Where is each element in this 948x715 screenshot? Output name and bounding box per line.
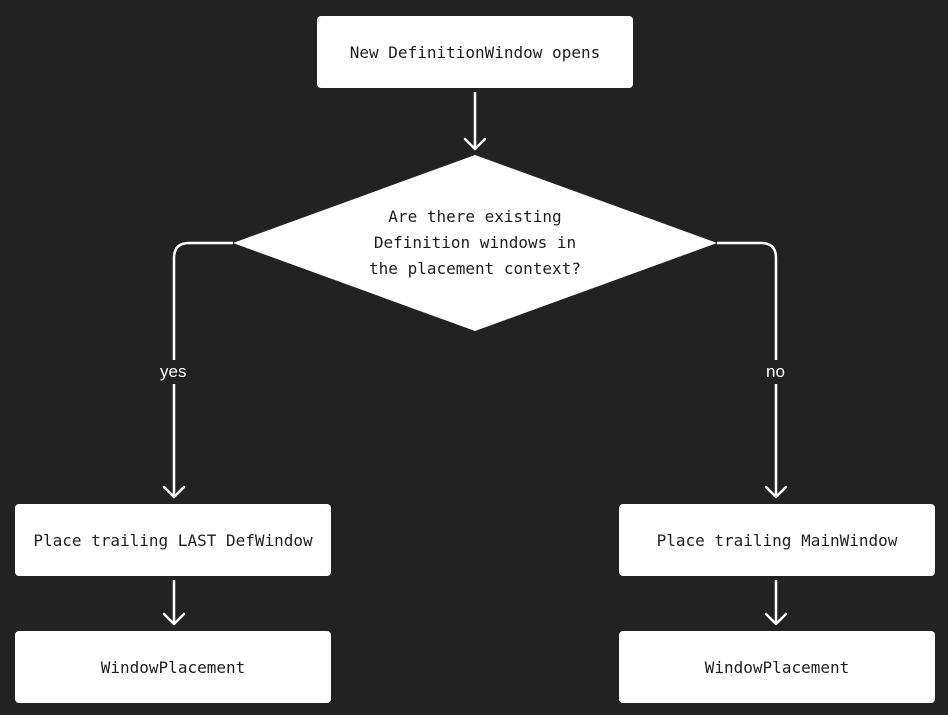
start-node-label: New DefinitionWindow opens	[349, 42, 601, 62]
arrow-no-step-to-result	[764, 580, 788, 626]
no-step-node: Place trailing MainWindow	[619, 504, 935, 576]
arrow-yes-step-to-result	[162, 580, 186, 626]
no-step-label: Place trailing MainWindow	[656, 530, 898, 550]
arrow-decision-to-yes	[162, 241, 233, 499]
arrow-start-to-decision	[463, 92, 487, 151]
no-result-node: WindowPlacement	[619, 631, 935, 703]
no-result-label: WindowPlacement	[704, 657, 850, 677]
decision-diamond	[233, 155, 717, 331]
decision-line-2: Definition windows in	[373, 233, 577, 252]
start-node: New DefinitionWindow opens	[317, 16, 633, 88]
no-edge-label: no	[763, 360, 788, 384]
arrow-decision-to-no	[717, 241, 788, 499]
yes-step-label: Place trailing LAST DefWindow	[33, 530, 313, 550]
yes-result-node: WindowPlacement	[15, 631, 331, 703]
yes-step-node: Place trailing LAST DefWindow	[15, 504, 331, 576]
yes-result-label: WindowPlacement	[100, 657, 246, 677]
decision-node-text: Are there existing Definition windows in…	[300, 200, 650, 286]
yes-edge-label: yes	[157, 360, 190, 384]
decision-line-1: Are there existing	[388, 207, 562, 226]
decision-line-3: the placement context?	[369, 259, 581, 278]
